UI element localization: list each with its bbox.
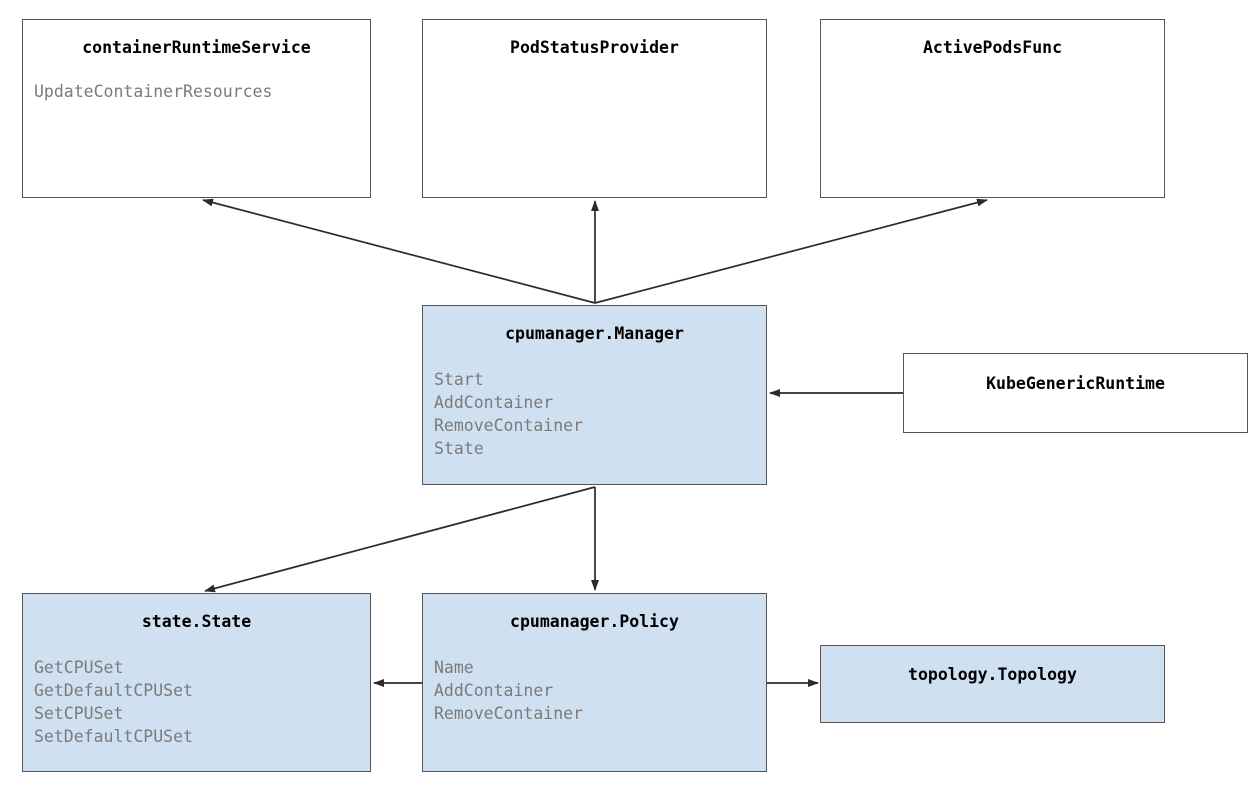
member-item: State	[434, 439, 484, 458]
node-title: topology.Topology	[908, 665, 1077, 684]
node-title: ActivePodsFunc	[922, 38, 1063, 57]
node-members: Name AddContainer RemoveContainer	[434, 656, 766, 725]
node-kube-generic-runtime[interactable]: KubeGenericRuntime	[903, 353, 1248, 433]
edge-manager-to-active-pods-func	[594, 198, 988, 304]
edge-manager-to-state-state	[204, 486, 596, 593]
edge-manager-to-container-runtime-service	[202, 198, 596, 304]
member-item: SetCPUSet	[34, 704, 124, 723]
node-container-runtime-service[interactable]: containerRuntimeService UpdateContainerR…	[22, 19, 371, 198]
node-pod-status-provider[interactable]: PodStatusProvider	[422, 19, 767, 198]
node-cpumanager-manager[interactable]: cpumanager.Manager Start AddContainer Re…	[422, 305, 767, 485]
node-title: cpumanager.Manager	[505, 324, 684, 343]
member-item: RemoveContainer	[434, 416, 584, 435]
node-title: KubeGenericRuntime	[986, 374, 1165, 393]
node-members: UpdateContainerResources	[34, 80, 370, 103]
member-item: Name	[434, 658, 474, 677]
node-cpumanager-policy[interactable]: cpumanager.Policy Name AddContainer Remo…	[422, 593, 767, 772]
member-item: AddContainer	[434, 681, 554, 700]
member-item: RemoveContainer	[434, 704, 584, 723]
node-members: Start AddContainer RemoveContainer State	[434, 368, 766, 460]
node-active-pods-func[interactable]: ActivePodsFunc	[820, 19, 1165, 198]
member-item: UpdateContainerResources	[34, 82, 273, 101]
node-state-state[interactable]: state.State GetCPUSet GetDefaultCPUSet S…	[22, 593, 371, 772]
node-title: containerRuntimeService	[82, 38, 311, 57]
member-item: GetCPUSet	[34, 658, 124, 677]
member-item: SetDefaultCPUSet	[34, 727, 193, 746]
member-item: AddContainer	[434, 393, 554, 412]
node-title: PodStatusProvider	[510, 38, 679, 57]
member-item: GetDefaultCPUSet	[34, 681, 193, 700]
node-topology-topology[interactable]: topology.Topology	[820, 645, 1165, 723]
node-members: GetCPUSet GetDefaultCPUSet SetCPUSet Set…	[34, 656, 370, 748]
member-item: Start	[434, 370, 484, 389]
node-title: state.State	[141, 612, 252, 631]
node-title: cpumanager.Policy	[510, 612, 679, 631]
